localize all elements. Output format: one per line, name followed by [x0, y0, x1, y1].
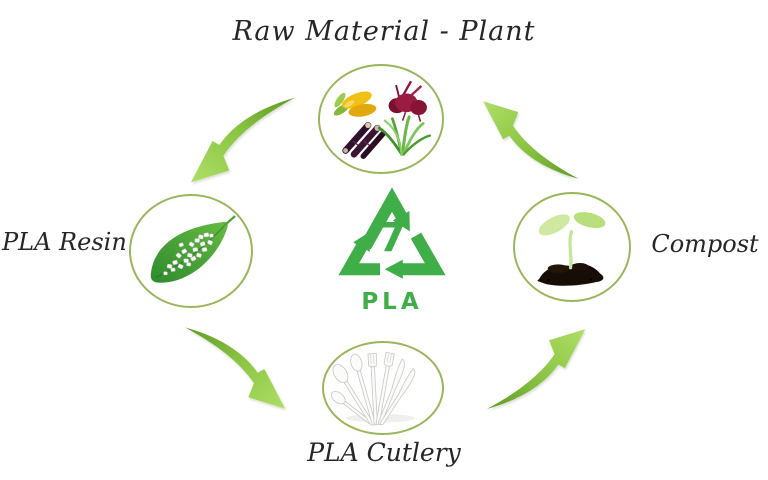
leaf-resin-pellets-icon: [150, 215, 236, 284]
node-label-pla-resin: PLA Resin: [2, 228, 127, 256]
node-compost: [513, 192, 631, 302]
node-label-compost: Compost: [651, 230, 759, 258]
seedling-soil-icon: [537, 212, 605, 286]
curved-arrow-down-right-icon: [184, 327, 286, 409]
recycling-triangle-icon: [338, 187, 446, 279]
node-raw-material: [318, 64, 444, 174]
node-label-raw-material: Raw Material - Plant: [232, 16, 536, 47]
node-pla-resin: [129, 194, 253, 308]
recycling-symbol: 7 PLA: [330, 184, 454, 314]
cutlery-icon: [330, 351, 416, 426]
resin-code-number: 7: [378, 215, 406, 261]
curved-arrow-up-left-icon: [483, 101, 579, 179]
node-label-pla-cutlery: PLA Cutlery: [307, 438, 461, 467]
curved-arrow-up-right-icon: [486, 329, 586, 409]
arrow-raw-material-to-pla-resin: [183, 86, 301, 194]
resin-code-material: PLA: [361, 289, 423, 315]
plants-icon: [333, 81, 431, 160]
curved-arrow-down-left-icon: [190, 97, 296, 183]
arrow-pla-resin-to-pla-cutlery: [176, 316, 296, 420]
arrow-pla-cutlery-to-compost: [476, 318, 598, 420]
arrow-compost-to-raw-material: [476, 90, 584, 190]
node-pla-cutlery: [322, 341, 444, 435]
